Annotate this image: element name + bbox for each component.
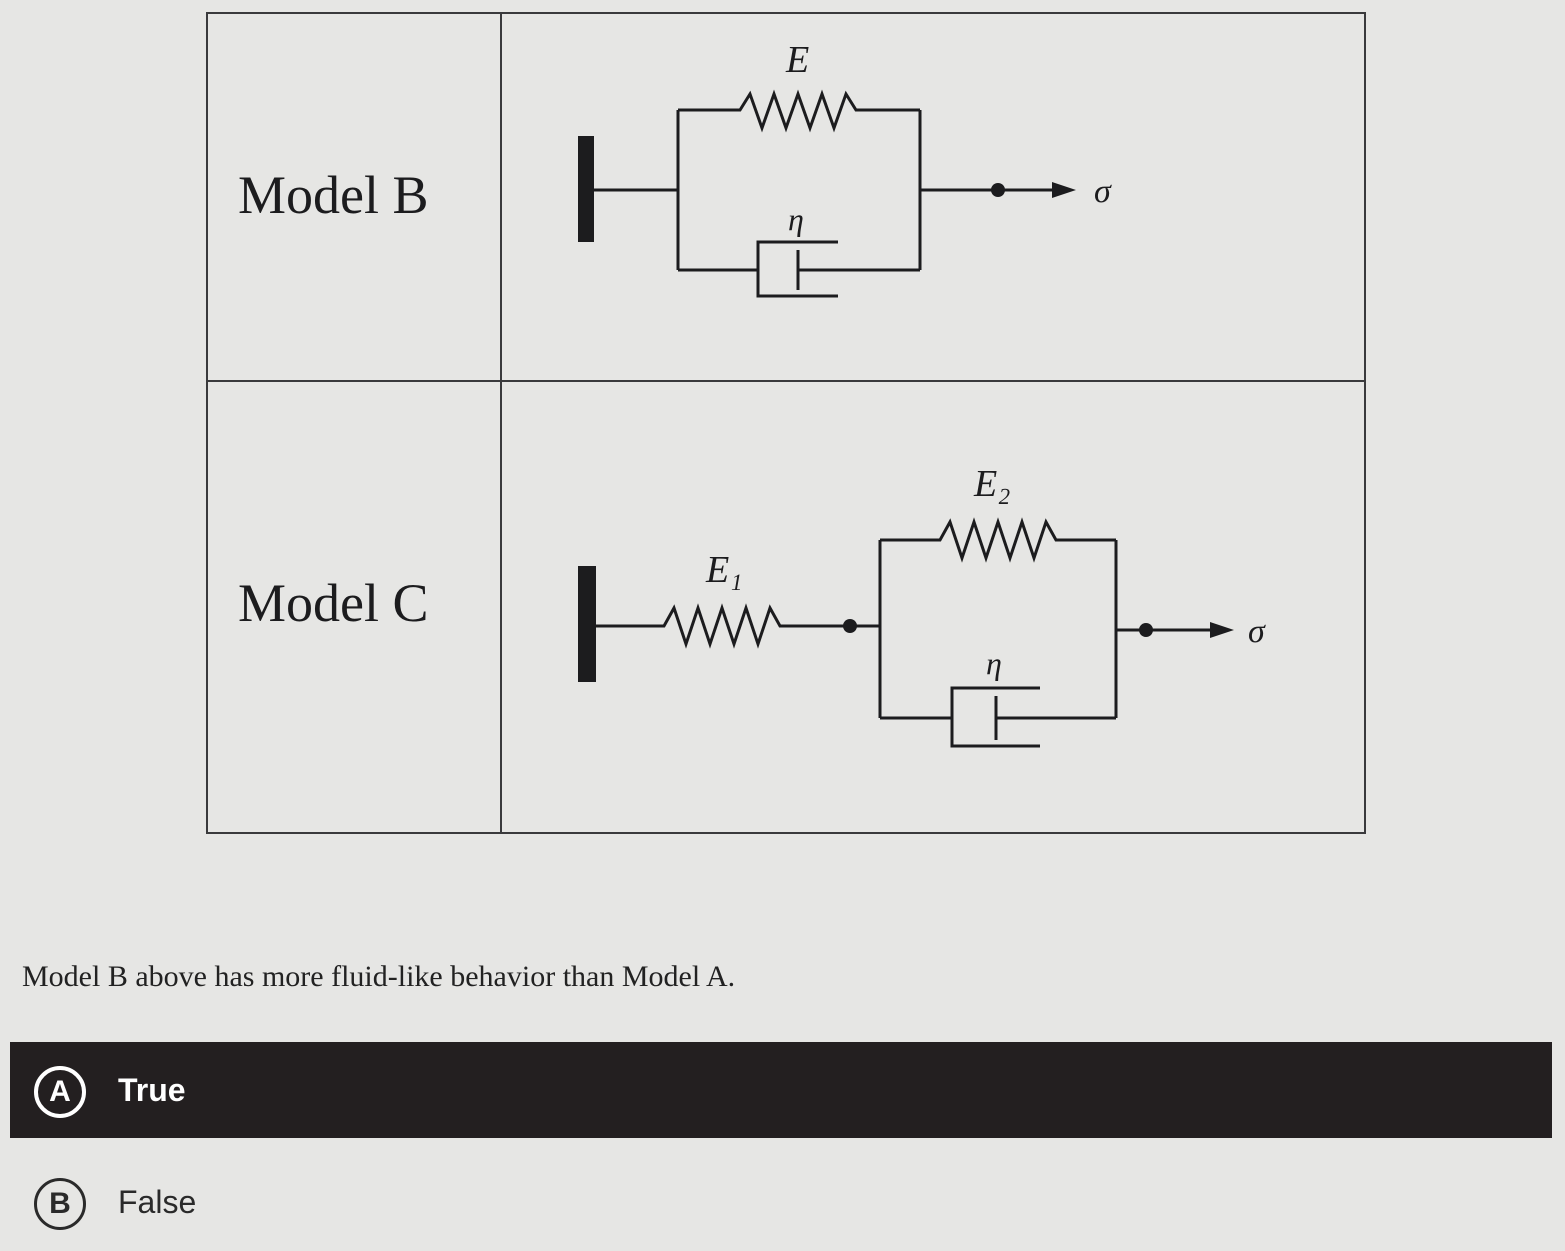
table-row-model-c: Model C: [206, 382, 1366, 834]
option-a-label: True: [118, 1072, 186, 1108]
dashpot-label: η: [986, 645, 1002, 681]
standard-linear-solid-diagram: E₁ E₂ η σ: [578, 463, 1266, 748]
table-row-model-b: Model B: [206, 14, 1366, 382]
label-cell-model-c: Model C: [206, 382, 502, 832]
diagram-cell-model-b: E η σ: [500, 14, 1366, 380]
spring1-label: E₁: [705, 549, 742, 591]
question-text: Model B above has more fluid-like behavi…: [22, 960, 736, 993]
dashpot-icon: [950, 686, 1040, 748]
model-c-label: Model C: [238, 573, 429, 633]
option-a-badge: A: [34, 1066, 86, 1118]
diagram-cell-model-c: E₁ E₂ η σ: [500, 382, 1366, 832]
arrow-icon: [1210, 622, 1234, 638]
model-b-label: Model B: [238, 165, 429, 225]
option-b-label: False: [118, 1184, 197, 1220]
models-table: Model B: [206, 12, 1366, 834]
kelvin-voigt-diagram: E η σ: [578, 39, 1112, 298]
spring-icon: [596, 603, 848, 649]
spring-icon: [678, 89, 920, 133]
stress-label: σ: [1248, 613, 1266, 650]
dashpot-label: η: [788, 201, 804, 237]
fixed-wall-icon: [578, 136, 594, 242]
arrow-icon: [1052, 182, 1076, 198]
option-b-badge: B: [34, 1178, 86, 1230]
fixed-wall-icon: [578, 566, 596, 682]
option-a-true[interactable]: A True: [10, 1042, 1552, 1138]
spring-label: E: [785, 39, 809, 81]
dashpot-icon: [756, 240, 838, 298]
stress-label: σ: [1094, 173, 1112, 210]
spring-icon: [880, 517, 1116, 563]
option-b-false[interactable]: B False: [10, 1154, 1552, 1250]
label-cell-model-b: Model B: [206, 14, 502, 380]
spring2-label: E₂: [973, 463, 1010, 505]
